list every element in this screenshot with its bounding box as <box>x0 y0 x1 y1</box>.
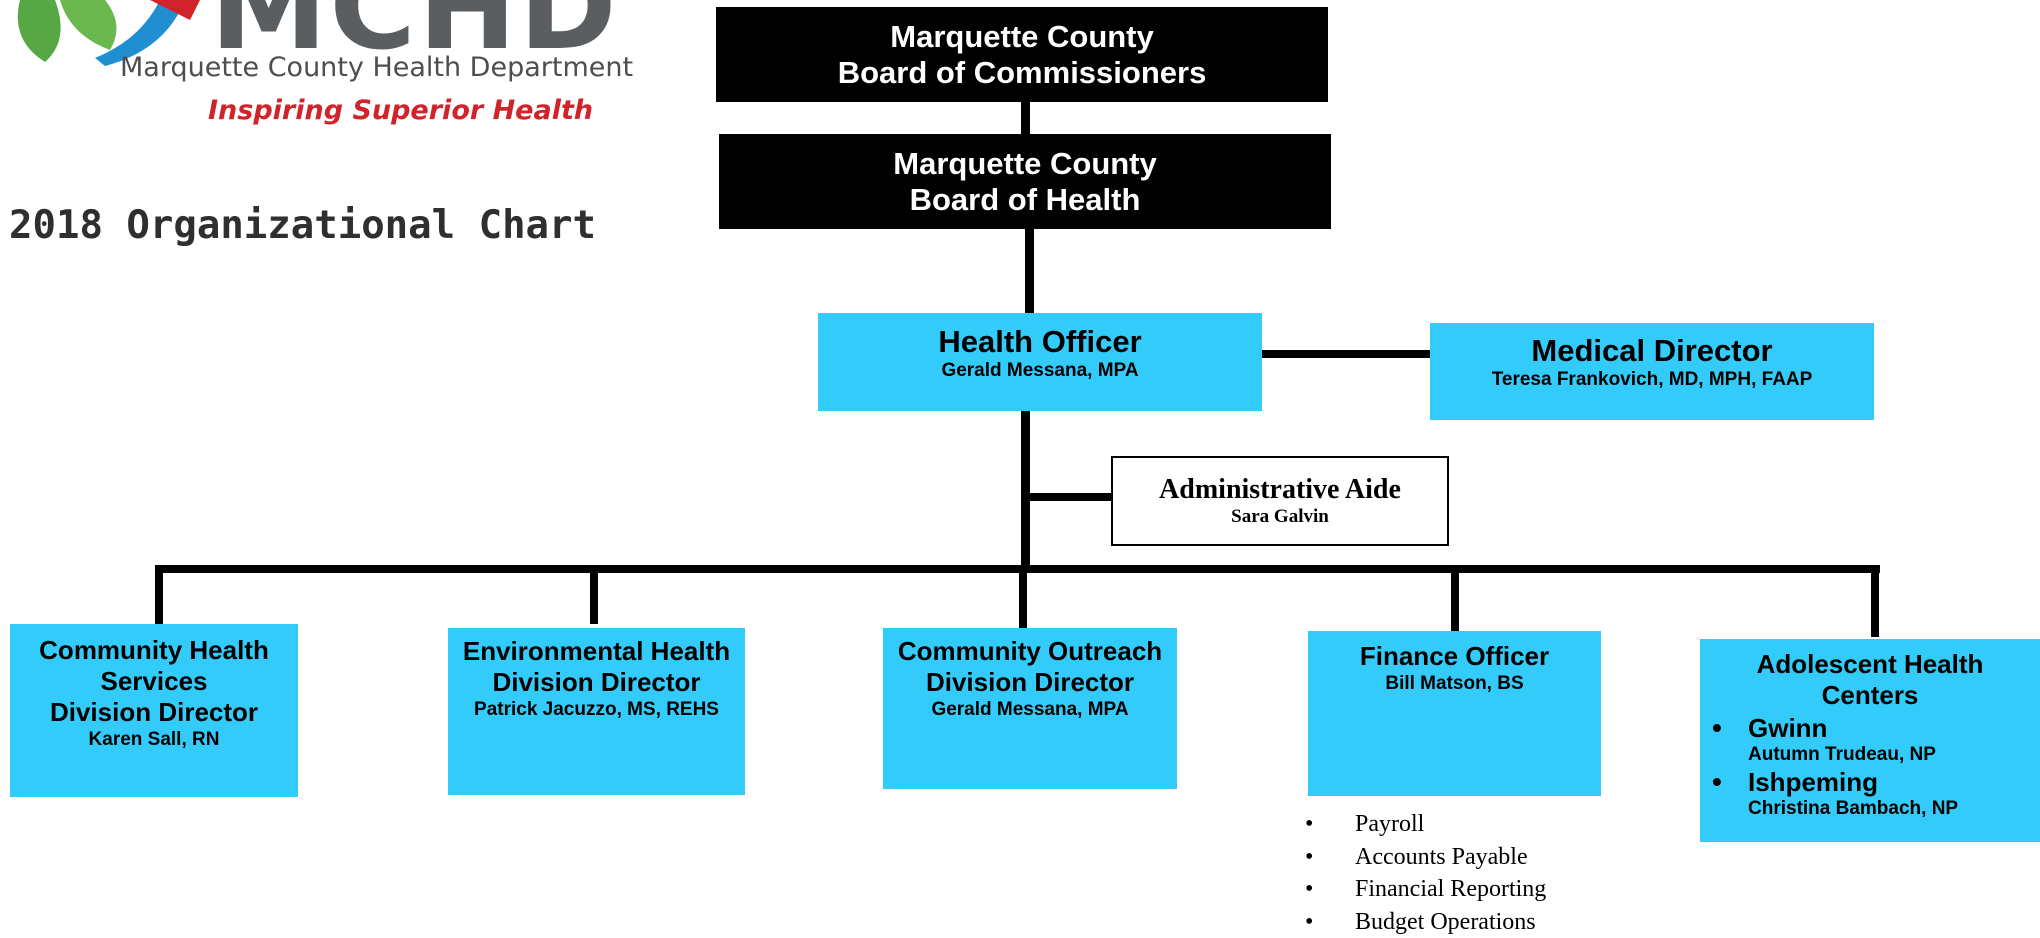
bullet-icon: • <box>1712 766 1722 797</box>
administrative-aide-box: Administrative Aide Sara Galvin <box>1111 456 1449 546</box>
finance-duty-item: • Accounts Payable <box>1305 841 1546 874</box>
community-health-box: Community Health Services Division Direc… <box>10 624 298 797</box>
community-health-line2: Services <box>100 666 208 696</box>
connector-admin-aide <box>1025 493 1111 501</box>
board-of-commissioners-line2: Board of Commissioners <box>837 54 1207 90</box>
health-officer-name: Gerald Messana, MPA <box>941 360 1139 381</box>
medical-director-box: Medical Director Teresa Frankovich, MD, … <box>1430 323 1874 420</box>
finance-duty-label: Budget Operations <box>1355 908 1536 935</box>
finance-duty-label: Payroll <box>1355 811 1425 837</box>
connector-environmental-health <box>590 565 598 624</box>
adolescent-health-line1: Adolescent Health <box>1756 649 1984 679</box>
community-outreach-line1: Community Outreach <box>897 636 1163 666</box>
medical-director-title: Medical Director <box>1531 333 1773 368</box>
finance-officer-box: Finance Officer Bill Matson, BS <box>1308 631 1601 796</box>
logo-hands-icon <box>17 0 200 66</box>
administrative-aide-name: Sara Galvin <box>1231 506 1329 527</box>
community-outreach-box: Community Outreach Division Director Ger… <box>883 628 1177 789</box>
environmental-health-box: Environmental Health Division Director P… <box>448 628 745 795</box>
logo-tagline: Inspiring Superior Health <box>208 95 594 126</box>
health-officer-box: Health Officer Gerald Messana, MPA <box>818 313 1262 411</box>
board-of-health-box: Marquette County Board of Health <box>719 134 1331 229</box>
site-item-gwinn: • Gwinn Autumn Trudeau, NP <box>1712 713 1958 767</box>
adolescent-health-box: Adolescent Health Centers • Gwinn Autumn… <box>1700 639 2040 842</box>
site-item-ishpeming: • Ishpeming Christina Bambach, NP <box>1712 767 1958 821</box>
community-health-line1: Community Health <box>39 635 269 665</box>
connector-commissioners-health <box>1021 100 1030 134</box>
chart-title: 2018 Organizational Chart <box>9 203 596 248</box>
logo-letters: MCHD <box>210 0 619 76</box>
board-of-health-line2: Board of Health <box>909 181 1141 217</box>
administrative-aide-title: Administrative Aide <box>1159 474 1401 505</box>
mchd-logo: MCHD Marquette County Health Department … <box>0 0 634 135</box>
site-name: Gwinn <box>1748 713 1828 743</box>
finance-duty-label: Accounts Payable <box>1355 843 1528 870</box>
community-health-director-name: Karen Sall, RN <box>88 729 220 750</box>
medical-director-name: Teresa Frankovich, MD, MPH, FAAP <box>1491 369 1813 390</box>
connector-health-officer <box>1025 227 1034 315</box>
connector-officer-trunk <box>1021 410 1030 570</box>
connector-finance-officer <box>1451 568 1459 631</box>
connector-medical-director <box>1262 350 1431 358</box>
board-of-commissioners-line1: Marquette County <box>890 18 1154 54</box>
environmental-health-director-name: Patrick Jacuzzo, MS, REHS <box>474 699 719 720</box>
finance-duties-list: • Payroll • Accounts Payable • Financial Re… <box>1305 808 1546 938</box>
bullet-icon: • <box>1305 876 1314 902</box>
bullet-icon: • <box>1305 908 1314 935</box>
environmental-health-line2: Division Director <box>492 667 701 697</box>
health-officer-title: Health Officer <box>938 324 1142 359</box>
finance-duty-item: • Budget Operations <box>1305 906 1546 938</box>
community-health-line3: Division Director <box>49 697 259 727</box>
environmental-health-line1: Environmental Health <box>462 636 731 666</box>
connector-community-health <box>155 565 163 624</box>
connector-horizontal-bus <box>155 565 1880 573</box>
community-outreach-line2: Division Director <box>925 667 1135 697</box>
logo-department-name: Marquette County Health Department <box>120 52 634 83</box>
finance-duty-item: • Payroll <box>1305 808 1546 841</box>
connector-community-outreach <box>1019 573 1027 629</box>
adolescent-health-sites: • Gwinn Autumn Trudeau, NP • Ishpeming C… <box>1712 713 1958 821</box>
board-of-health-line1: Marquette County <box>893 145 1157 181</box>
site-provider: Autumn Trudeau, NP <box>1748 744 1936 765</box>
finance-duty-item: • Financial Reporting <box>1305 873 1546 906</box>
bullet-icon: • <box>1305 843 1314 870</box>
community-outreach-director-name: Gerald Messana, MPA <box>931 699 1129 720</box>
board-of-commissioners-box: Marquette County Board of Commissioners <box>716 7 1328 102</box>
bullet-icon: • <box>1712 712 1722 743</box>
adolescent-health-line2: Centers <box>1821 680 1919 710</box>
finance-duty-label: Financial Reporting <box>1355 876 1547 902</box>
site-provider: Christina Bambach, NP <box>1748 798 1959 819</box>
site-name: Ishpeming <box>1748 767 1879 797</box>
finance-officer-title: Finance Officer <box>1359 641 1550 671</box>
connector-adolescent-health <box>1871 568 1879 637</box>
finance-officer-name: Bill Matson, BS <box>1385 673 1524 694</box>
bullet-icon: • <box>1305 811 1314 837</box>
